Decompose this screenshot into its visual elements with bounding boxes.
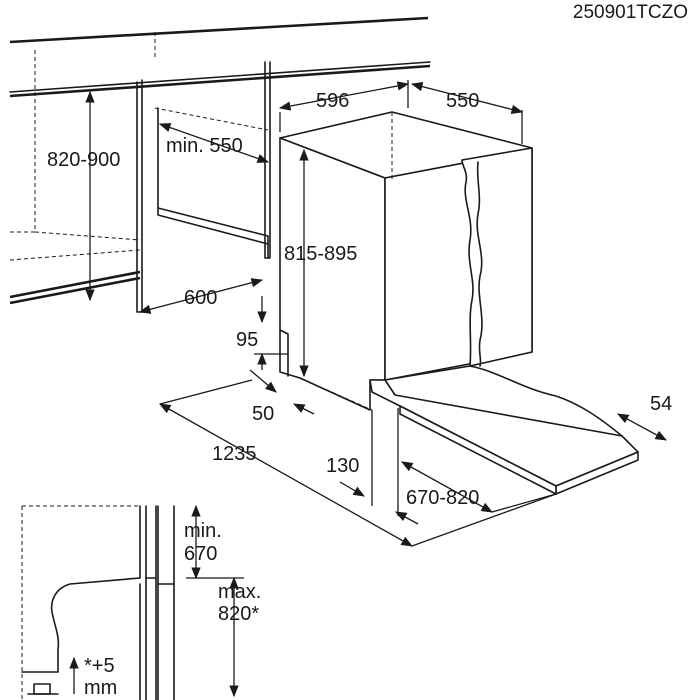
- hidden-cabinet-left: [34, 50, 141, 241]
- niche-back-wall: [157, 107, 269, 259]
- product-code: 250901TCZO: [573, 2, 688, 23]
- detail-foot: [33, 683, 51, 695]
- label-niche-height: 820-900: [47, 149, 120, 171]
- label-door-adjust: 54: [650, 393, 672, 415]
- detail-label-min-2: 670: [184, 543, 217, 565]
- dim-niche-width-line: [138, 278, 264, 314]
- detail-panel-joints: [145, 577, 175, 585]
- plinth-rail-lower: [9, 276, 141, 305]
- label-total-depth: 1235: [212, 443, 257, 465]
- label-plinth-height: 95: [236, 329, 258, 351]
- hidden-niche-ceiling: [154, 107, 269, 131]
- detail-appliance-profile: [21, 505, 141, 673]
- dim-appliance-width-line: [278, 81, 410, 111]
- dim-plinth-depth-arrow-b: [292, 403, 315, 415]
- plinth-recess: [279, 329, 289, 377]
- dim-door-gap-arrow-b: [394, 511, 419, 525]
- label-niche-width: 600: [184, 287, 217, 309]
- label-appliance-height: 815-895: [284, 243, 357, 265]
- dim-plinth-depth-arrow-a: [249, 369, 277, 393]
- dim-door-adjust-line: [616, 413, 668, 441]
- dim-door-projection-line: [400, 461, 494, 513]
- detail-label-foot-1: *+5: [84, 655, 115, 677]
- dim-appliance-depth-line: [410, 82, 524, 114]
- ext-1235-left: [159, 379, 253, 405]
- plinth-rail-upper: [9, 270, 141, 299]
- label-plinth-depth: 50: [252, 403, 274, 425]
- worktop-underside: [9, 61, 431, 93]
- hidden-floor-left2: [9, 249, 141, 261]
- furniture-door-panel: [369, 147, 639, 495]
- detail-label-max-1: max.: [218, 581, 261, 603]
- label-niche-depth: min. 550: [166, 135, 243, 157]
- worktop-top-edge: [9, 16, 429, 44]
- dim-total-depth-line: [158, 403, 414, 547]
- detail-label-max-2: 820*: [218, 603, 259, 625]
- label-door-projection: 670-820: [406, 487, 479, 509]
- dishwasher-side-face: [279, 137, 386, 411]
- kitchen-niche: [9, 16, 431, 313]
- niche-floor-edge: [157, 207, 269, 245]
- dimension-lines: [85, 80, 668, 547]
- right-cabinet-wall: [264, 61, 271, 259]
- ext-670-right: [491, 493, 557, 513]
- door-panel-wave-edge: [476, 161, 483, 367]
- side-section-detail: [21, 504, 244, 700]
- detail-label-foot-2: mm: [84, 677, 117, 699]
- detail-label-min-1: min.: [184, 520, 222, 542]
- dim-door-gap-arrow-a: [339, 481, 366, 497]
- dim-niche-depth-line: [158, 123, 270, 163]
- ext-1235-right: [411, 493, 557, 547]
- label-appliance-width: 596: [316, 90, 349, 112]
- label-appliance-depth: 550: [446, 90, 479, 112]
- worktop-front-edge: [9, 64, 431, 98]
- door-panel-upper: [461, 147, 533, 367]
- label-door-gap: 130: [326, 455, 359, 477]
- detail-door-inner: [145, 505, 157, 700]
- detail-furniture-panel: [157, 505, 175, 700]
